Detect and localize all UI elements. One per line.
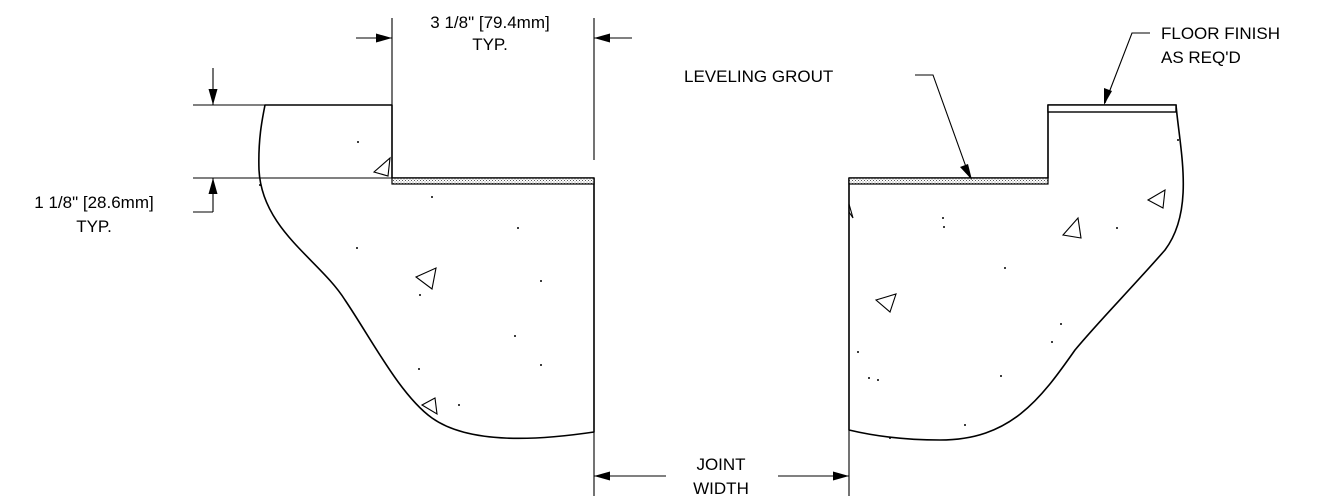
- left-concrete-slab: [258, 104, 595, 440]
- width-dimension: [356, 18, 632, 160]
- joint-width-label: JOINT: [696, 455, 745, 474]
- floor-finish-leader: [1104, 32, 1150, 105]
- depth-dimension-typ: TYP.: [76, 217, 112, 236]
- floor-finish-layer: [1047, 104, 1177, 113]
- depth-dimension-label: 1 1/8" [28.6mm]: [34, 193, 153, 212]
- right-grout-strip: [848, 177, 1049, 185]
- leveling-grout-leader: [915, 74, 972, 180]
- right-concrete-slab: [848, 104, 1185, 441]
- floor-finish-label: FLOOR FINISH: [1161, 24, 1280, 43]
- left-grout-strip: [391, 177, 595, 185]
- leveling-grout-label: LEVELING GROUT: [684, 67, 833, 86]
- joint-width-dimension: [593, 430, 850, 496]
- width-dimension-label: 3 1/8" [79.4mm]: [430, 13, 549, 32]
- width-dimension-typ: TYP.: [472, 35, 508, 54]
- depth-dimension: [193, 68, 392, 213]
- floor-finish-label-2: AS REQ'D: [1161, 48, 1241, 67]
- left-aggregate-marks: [259, 141, 542, 416]
- joint-width-label-2: WIDTH: [693, 479, 749, 498]
- right-aggregate-marks: [848, 139, 1179, 439]
